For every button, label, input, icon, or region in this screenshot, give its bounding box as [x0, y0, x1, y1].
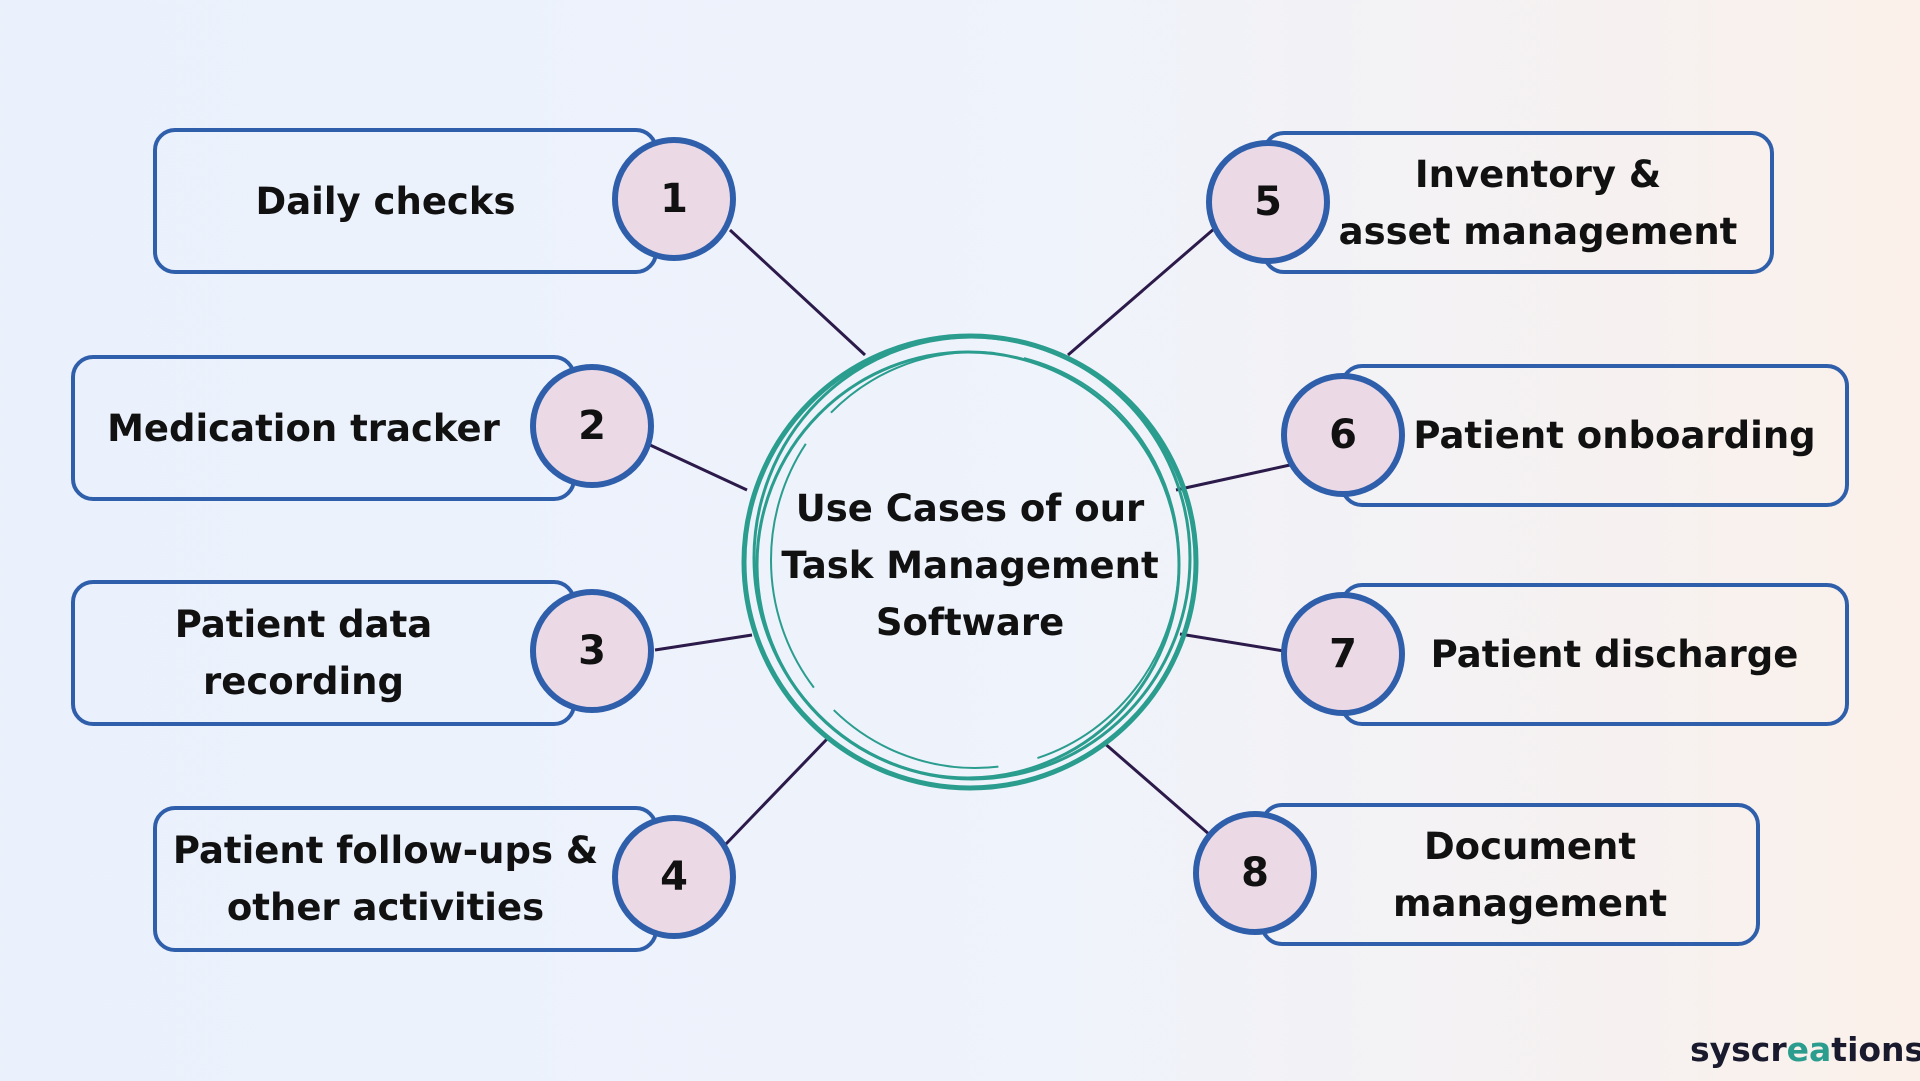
connector-8: [1102, 740, 1211, 837]
center-ring: [741, 333, 1199, 791]
item-badge-7: 7: [1281, 592, 1405, 716]
item-label-8-line-2: management: [1392, 881, 1668, 925]
center-title-line-2: Task Management: [781, 544, 1159, 587]
item-number-3: 3: [578, 628, 606, 674]
item-label-5: Inventory & asset management: [1339, 146, 1738, 260]
brand-logo-prefix: syscr: [1690, 1030, 1787, 1069]
item-badge-1: 1: [612, 137, 736, 261]
connector-5: [1067, 226, 1216, 357]
center-title-line-1: Use Cases of our: [795, 487, 1145, 530]
item-label-1: Daily checks: [256, 173, 516, 230]
item-label-5-line-1: Inventory &: [1414, 152, 1662, 196]
item-label-2-line-1: Medication tracker: [107, 406, 500, 450]
item-number-7: 7: [1329, 631, 1357, 677]
item-label-3-line-2: recording: [203, 660, 404, 703]
item-label-2: Medication tracker: [107, 400, 500, 457]
item-label-1-line-1: Daily checks: [255, 179, 516, 223]
item-badge-4: 4: [612, 815, 736, 939]
item-badge-5: 5: [1206, 140, 1330, 264]
brand-logo-highlight: ea: [1786, 1030, 1832, 1069]
item-box-5: Inventory & asset management: [1262, 131, 1774, 274]
item-number-4: 4: [660, 854, 688, 900]
item-number-6: 6: [1329, 412, 1357, 458]
item-label-6-line-1: Patient onboarding: [1413, 414, 1816, 457]
item-box-4: Patient follow-ups & other activities: [153, 806, 658, 952]
item-label-4-line-2: other activities: [226, 886, 545, 929]
ring-sketch: [770, 351, 1180, 769]
item-number-5: 5: [1254, 179, 1282, 225]
item-label-3-line-1: Patient data: [174, 603, 433, 646]
item-box-3: Patient data recording: [71, 580, 576, 726]
item-label-4-line-1: Patient follow-ups &: [172, 829, 599, 872]
connector-4: [723, 736, 830, 847]
item-box-7: Patient discharge: [1340, 583, 1849, 726]
connector-6: [1175, 463, 1291, 492]
item-box-6: Patient onboarding: [1340, 364, 1849, 507]
connector-7: [1179, 632, 1291, 654]
item-number-1: 1: [660, 176, 688, 222]
connector-lines: [649, 226, 1291, 847]
connector-1: [728, 228, 867, 357]
connector-2: [649, 443, 748, 492]
item-label-8-line-1: Document: [1423, 824, 1637, 868]
item-badge-6: 6: [1281, 373, 1405, 497]
item-badge-8: 8: [1193, 811, 1317, 935]
item-label-7: Patient discharge: [1431, 626, 1799, 683]
center-title: Use Cases of our Task Management Softwar…: [770, 480, 1170, 651]
center-title-line-3: Software: [875, 601, 1065, 644]
brand-logo-suffix: tions: [1831, 1030, 1920, 1069]
item-box-1: Daily checks: [153, 128, 658, 274]
item-label-8: Document management: [1393, 818, 1667, 932]
connector-3: [654, 633, 753, 652]
item-label-5-line-2: asset management: [1338, 209, 1738, 253]
item-box-2: Medication tracker: [71, 355, 576, 501]
item-label-6: Patient onboarding: [1413, 407, 1815, 464]
item-box-8: Document management: [1260, 803, 1760, 946]
item-badge-2: 2: [530, 364, 654, 488]
item-label-4: Patient follow-ups & other activities: [173, 822, 598, 936]
item-number-8: 8: [1241, 850, 1269, 896]
brand-logo: syscreations: [1690, 1030, 1920, 1069]
item-label-3: Patient data recording: [175, 596, 433, 710]
item-label-7-line-1: Patient discharge: [1430, 633, 1799, 676]
item-number-2: 2: [578, 403, 606, 449]
item-badge-3: 3: [530, 589, 654, 713]
